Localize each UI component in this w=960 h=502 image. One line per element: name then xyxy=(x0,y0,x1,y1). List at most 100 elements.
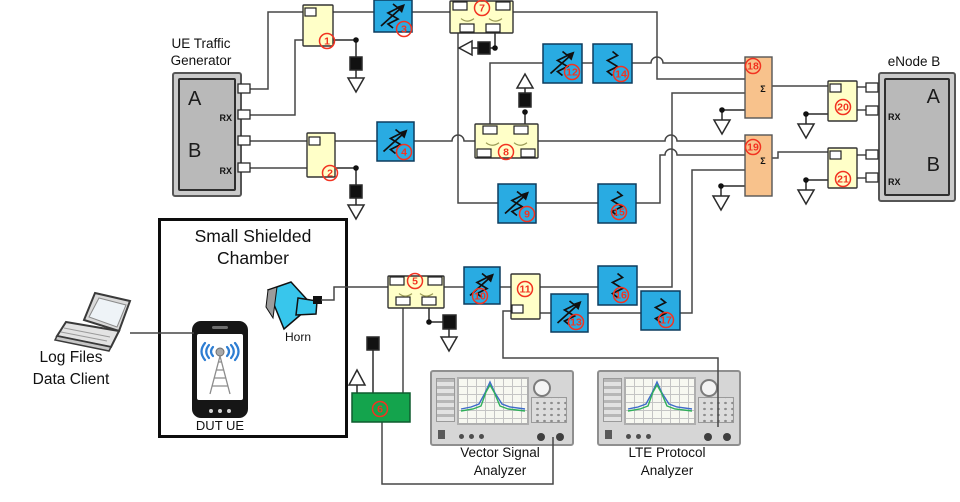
arrow-shaft xyxy=(469,276,491,297)
badge-13: 13 xyxy=(567,313,585,331)
svg-text:8: 8 xyxy=(503,147,509,159)
coupled-port xyxy=(308,136,321,146)
coupler-7 xyxy=(449,0,514,34)
ue-traffic-generator-panel: A RX B RX xyxy=(178,78,236,191)
enb-port-a-tx xyxy=(865,82,879,93)
fixed-attenuator-17 xyxy=(640,290,681,331)
ue-traffic-generator: A RX B RX xyxy=(172,72,242,197)
coupler-port xyxy=(495,1,511,11)
resistor-symbol xyxy=(510,190,524,217)
badge-4: 4 xyxy=(395,143,413,161)
arrow-shaft xyxy=(380,7,402,27)
variable-attenuator-13 xyxy=(550,293,589,333)
switch-box-6 xyxy=(351,392,411,423)
vsa-keypad xyxy=(531,397,567,423)
dut-phone xyxy=(192,321,248,418)
coupler-port xyxy=(513,125,529,135)
traffic-generator-title: UE Traffic Generator xyxy=(170,36,232,68)
enb-a-rx-label: RX xyxy=(888,112,901,122)
coupler-port xyxy=(395,296,411,306)
badge-9: 9 xyxy=(518,205,536,223)
lte-screen xyxy=(624,377,696,425)
badge-15: 15 xyxy=(610,203,628,221)
badge-10: 10 xyxy=(471,287,489,305)
badge-1: 1 xyxy=(318,32,336,50)
badge-17: 17 xyxy=(657,311,675,329)
fixed-attenuator-16 xyxy=(597,265,638,306)
coupler-port xyxy=(452,1,468,11)
tg-a-rx-label: RX xyxy=(219,113,232,123)
sum-symbol: Σ xyxy=(760,84,766,94)
fixed-attenuator-14 xyxy=(592,43,633,84)
lte-softkeys xyxy=(603,378,622,422)
svg-text:3: 3 xyxy=(401,24,407,36)
phone-buttons xyxy=(192,409,248,413)
badge-14: 14 xyxy=(612,65,630,83)
tap-21 xyxy=(827,147,858,189)
coupler-port xyxy=(389,276,405,286)
wire-ue-a-rx xyxy=(250,39,303,116)
svg-text:21: 21 xyxy=(837,174,849,186)
phone-screen xyxy=(197,334,243,400)
variable-attenuator-4 xyxy=(376,121,415,162)
arrow-shaft xyxy=(504,194,526,215)
badge-12: 12 xyxy=(563,63,581,81)
svg-text:16: 16 xyxy=(615,290,627,302)
resistor-symbol xyxy=(605,50,620,77)
variable-attenuator-12 xyxy=(542,43,583,84)
badge-16: 16 xyxy=(612,286,630,304)
tap-11 xyxy=(510,273,541,320)
coupled-port xyxy=(829,83,842,93)
svg-text:6: 6 xyxy=(377,404,383,416)
wire-coupler7-uplink xyxy=(457,32,745,204)
variable-attenuator-9 xyxy=(497,183,537,224)
badge-18: 18 xyxy=(744,57,762,75)
coupled-port xyxy=(304,7,317,17)
coupler-port xyxy=(482,125,498,135)
enodeb: A RX B RX xyxy=(878,72,956,202)
vsa-buttons xyxy=(459,434,484,439)
vsa-screen xyxy=(457,377,529,425)
coupler-port xyxy=(459,23,475,33)
enb-port-b-rx xyxy=(865,172,879,183)
resistor-symbol xyxy=(610,190,624,217)
svg-text:19: 19 xyxy=(747,142,759,154)
wire-tap11-uplink xyxy=(527,169,745,314)
chamber-title: Small Shielded Chamber xyxy=(194,226,312,268)
badge-5: 5 xyxy=(406,272,424,290)
lte-label: LTE Protocol Analyzer xyxy=(628,445,706,478)
vsa-connectors xyxy=(537,433,564,441)
badge-6: 6 xyxy=(371,400,389,418)
tg-b-rx-label: RX xyxy=(219,166,232,176)
combiner-18: Σ xyxy=(744,56,773,119)
antenna-wifi-icon xyxy=(200,341,240,395)
coupled-port xyxy=(829,150,842,160)
badge-7: 7 xyxy=(473,0,491,17)
tap-2 xyxy=(306,132,336,178)
tg-section-a-label: A xyxy=(188,88,202,110)
rf-components: ΣΣ xyxy=(302,0,858,423)
lte-buttons xyxy=(626,434,651,439)
arrow-shaft xyxy=(556,304,579,324)
shielded-chamber: Small Shielded Chamber xyxy=(158,218,348,438)
enb-port-a-rx xyxy=(865,105,879,116)
resistor-symbol xyxy=(386,3,400,29)
phone-speaker xyxy=(212,326,228,329)
wire-downlink-a xyxy=(333,11,745,80)
vsa-power xyxy=(438,430,445,439)
resistor-symbol xyxy=(653,297,668,324)
enodeb-panel: A RX B RX xyxy=(884,78,950,196)
arrow-shaft xyxy=(382,132,405,153)
arrow-head xyxy=(396,4,405,13)
badge-21: 21 xyxy=(834,170,852,188)
coupler-port xyxy=(520,148,536,158)
coupler-5 xyxy=(387,275,445,309)
svg-text:17: 17 xyxy=(660,315,672,327)
svg-text:11: 11 xyxy=(519,284,530,296)
svg-text:10: 10 xyxy=(474,291,486,303)
svg-text:5: 5 xyxy=(412,276,418,288)
lte-keypad xyxy=(698,397,734,423)
variable-attenuator-10 xyxy=(463,266,501,305)
arrow-head xyxy=(565,51,575,61)
